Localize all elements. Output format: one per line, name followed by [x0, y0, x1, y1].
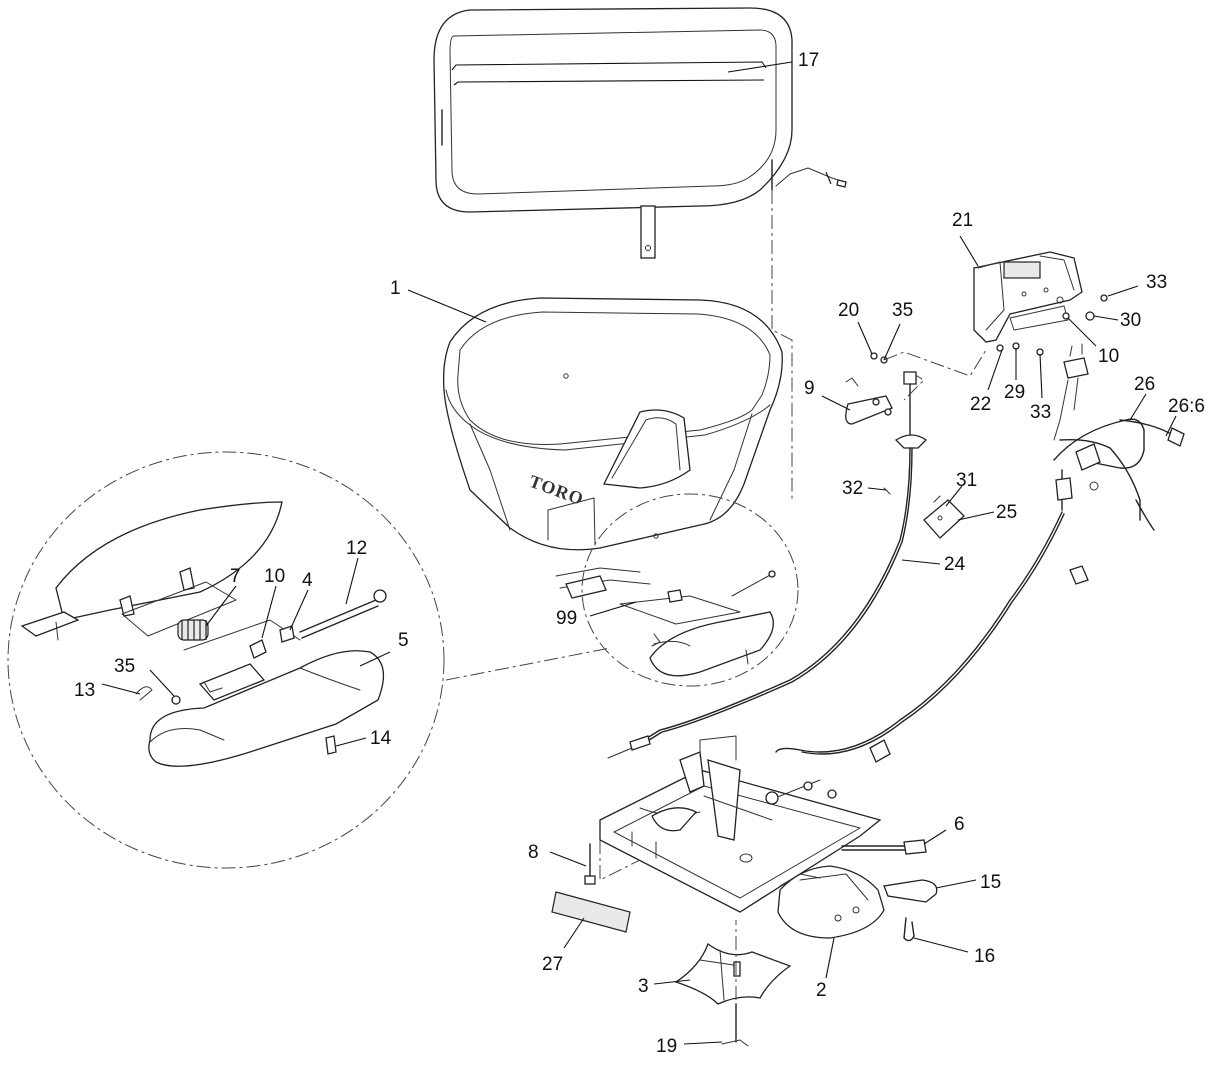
callout-10: 10 [264, 566, 285, 587]
callout-12: 12 [346, 538, 367, 559]
hitch-pin [883, 879, 938, 903]
callout-31: 31 [956, 470, 977, 491]
callout-29: 29 [1004, 382, 1025, 403]
hopper-cover [433, 7, 793, 259]
callout-8: 8 [528, 842, 539, 863]
callout-15: 15 [980, 872, 1001, 893]
cotter-pin [721, 1003, 749, 1047]
callout-7: 7 [230, 566, 241, 587]
callout-27: 27 [542, 954, 563, 975]
callout-30: 30 [1120, 310, 1141, 331]
callout-1: 1 [390, 278, 401, 299]
callout-21: 21 [952, 210, 973, 231]
callout-4: 4 [302, 570, 313, 591]
callout-5: 5 [398, 630, 409, 651]
linkage-rod [841, 839, 927, 855]
callout-35: 35 [892, 300, 913, 321]
callout-14: 14 [370, 728, 392, 749]
spring [177, 619, 209, 641]
callout-labels: 17 21 33 1 20 35 30 10 9 22 29 33 26 26:… [74, 50, 1205, 1057]
cover-bolt [775, 167, 847, 188]
callout-17: 17 [798, 50, 819, 71]
callout-10: 10 [1098, 346, 1119, 367]
agitator-assembly-small [619, 570, 776, 677]
callout-9: 9 [804, 378, 815, 399]
hairpin-clip [903, 917, 915, 942]
callout-26-6: 26:6 [1168, 396, 1205, 417]
callout-35: 35 [114, 656, 135, 677]
callout-24: 24 [944, 554, 966, 575]
decal [551, 891, 631, 933]
callout-13: 13 [74, 680, 95, 701]
callout-2: 2 [816, 980, 827, 1001]
wire-harness [775, 418, 1185, 763]
callout-19: 19 [656, 1036, 677, 1057]
spinner-guard [777, 865, 885, 939]
callout-20: 20 [838, 300, 859, 321]
callout-99: 99 [556, 608, 577, 629]
mount-plate [883, 487, 965, 539]
callout-22: 22 [970, 394, 991, 415]
callout-32: 32 [842, 478, 863, 499]
control-bracket [973, 251, 1089, 441]
callout-16: 16 [974, 946, 995, 967]
spinner-disc [674, 942, 792, 1005]
spreader-frame [599, 735, 882, 913]
callout-25: 25 [996, 502, 1017, 523]
callout-33: 33 [1030, 402, 1051, 423]
leader-lines [101, 61, 1177, 1045]
bolt [584, 843, 596, 885]
cable-bracket [845, 377, 893, 425]
callout-26: 26 [1134, 374, 1155, 395]
agitator-detail-view [20, 501, 387, 767]
control-cable [607, 371, 928, 759]
callout-3: 3 [638, 976, 649, 997]
hopper: TORO [442, 297, 783, 599]
callout-6: 6 [954, 814, 965, 835]
callout-33: 33 [1146, 272, 1167, 293]
